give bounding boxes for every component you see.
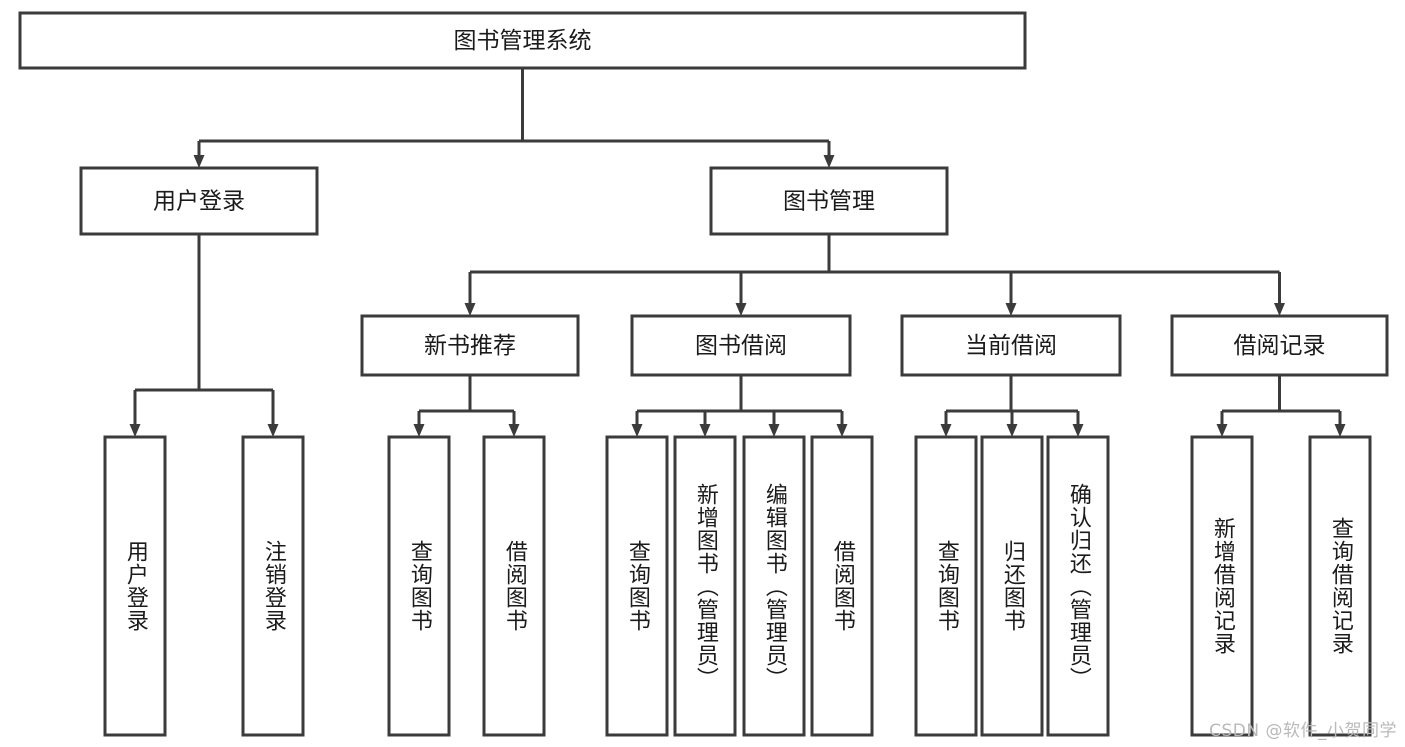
node-label: 新书推荐 [424,333,516,359]
arrow-head [1334,424,1346,437]
node-new-book-recommend[interactable]: 新书推荐 [360,314,580,377]
arrow-head [508,424,520,437]
connector-group-current-borrow [940,375,1084,437]
node-leaf-return-book[interactable] [980,435,1044,737]
arrow-head [267,424,279,437]
arrow-head [836,424,848,437]
arrow-head [1005,303,1017,316]
arrow-head [1274,303,1285,316]
node-leaf-user-login[interactable] [103,435,167,737]
arrow-head [631,424,643,437]
connector-group-book-management [464,234,1285,316]
node-box [482,435,546,737]
node-box [1170,314,1389,377]
node-label: 当前借阅 [965,333,1057,359]
arrow-head [1072,424,1084,437]
node-user-login[interactable]: 用户登录 [79,166,319,236]
node-label: 图书管理系统 [454,28,592,54]
node-box [742,435,806,737]
node-label: 用户登录 [153,189,245,215]
node-box [900,314,1122,377]
node-label: 图书管理 [783,189,875,215]
node-leaf-query-book-borrow[interactable] [605,435,669,737]
node-box [103,435,167,737]
arrow-head [768,424,780,437]
connector-group-user-login [129,234,279,437]
node-box [360,314,580,377]
connector-group-new-book-recommend [413,375,520,437]
node-box [79,166,319,236]
node-box [630,314,852,377]
connector-group-borrow-record [1216,375,1346,437]
node-borrow-record[interactable]: 借阅记录 [1170,314,1389,377]
node-box [810,435,874,737]
node-leaf-borrow-book-rec[interactable] [482,435,546,737]
node-label: 借阅记录 [1234,333,1326,359]
node-leaf-query-borrow-record[interactable] [1308,435,1372,737]
node-box [1308,435,1372,737]
node-leaf-edit-book-admin[interactable] [742,435,806,737]
node-box [387,435,451,737]
node-box [980,435,1044,737]
connector-layer [129,68,1346,437]
node-leaf-add-borrow-record[interactable] [1190,435,1254,737]
node-leaf-logout-login[interactable] [241,435,305,737]
node-box [18,11,1027,70]
watermark-text: CSDN @软件_小贺同学 [1209,721,1397,741]
node-leaf-query-book-rec[interactable] [387,435,451,737]
arrow-head [129,424,141,437]
node-book-management[interactable]: 图书管理 [709,166,949,236]
arrow-head [699,424,711,437]
node-box [673,435,737,737]
node-box [1190,435,1254,737]
arrow-head [1006,424,1018,437]
connector-group-root [193,68,835,168]
node-leaf-confirm-return-admin[interactable] [1046,435,1110,737]
node-current-borrow[interactable]: 当前借阅 [900,314,1122,377]
arrow-head [940,424,952,437]
arrow-head [413,424,425,437]
node-book-borrow[interactable]: 图书借阅 [630,314,852,377]
arrow-head [1216,424,1228,437]
arrow-head [193,155,205,168]
node-box [1046,435,1110,737]
node-box [241,435,305,737]
arrow-head [823,155,835,168]
node-leaf-query-book-current[interactable] [914,435,978,737]
node-box [605,435,669,737]
node-leaf-add-book-admin[interactable] [673,435,737,737]
node-box [914,435,978,737]
arrow-head [735,303,747,316]
node-label: 图书借阅 [695,333,787,359]
node-leaf-borrow-book[interactable] [810,435,874,737]
connector-group-book-borrow [631,375,848,437]
node-root[interactable]: 图书管理系统 [18,11,1027,70]
node-box [709,166,949,236]
arrow-head [464,303,476,316]
